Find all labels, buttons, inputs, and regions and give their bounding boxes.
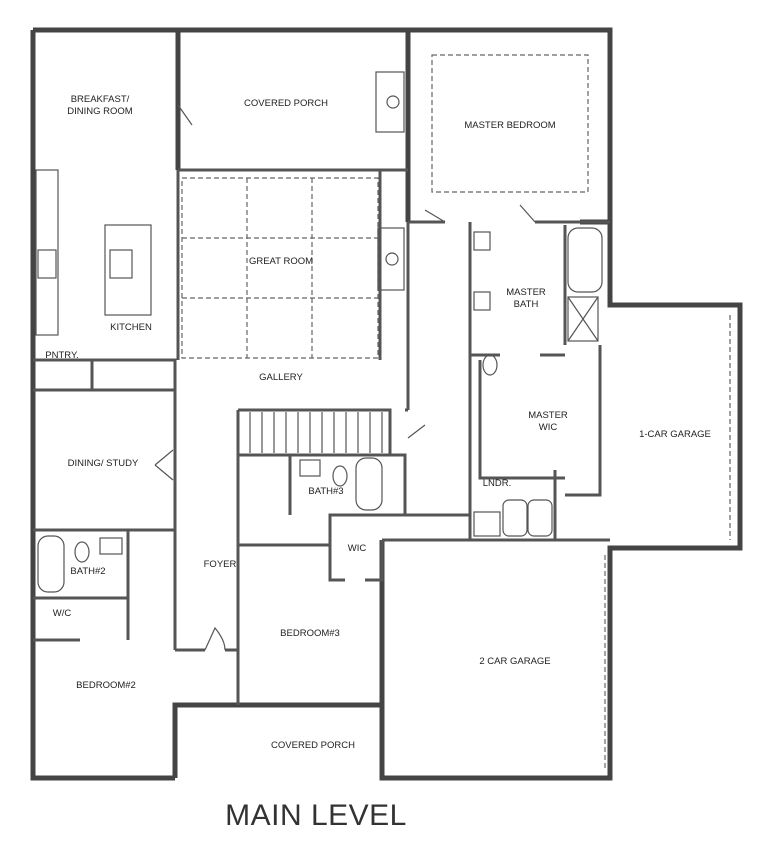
room-label-1-car-garage: 1-CAR GARAGE	[639, 429, 711, 440]
room-label-bath3: BATH#3	[308, 486, 343, 497]
master-tray-ceiling	[431, 54, 589, 193]
room-label-2-car-garage: 2 CAR GARAGE	[479, 656, 550, 667]
room-label-master-bath-2: BATH	[514, 299, 539, 310]
plan-title: MAIN LEVEL	[225, 799, 407, 832]
room-label-dining-room: DINING ROOM	[67, 106, 133, 117]
toilet-icon	[74, 354, 498, 563]
room-label-wic: WIC	[348, 543, 367, 554]
room-label-master-bath: MASTER	[506, 287, 546, 298]
stairs	[249, 412, 383, 453]
shower-icon	[567, 296, 599, 342]
garage-door-dashed	[604, 315, 731, 770]
great-room-grid	[181, 177, 379, 359]
bathtub-icon	[37, 227, 603, 593]
room-label-breakfast: BREAKFAST/	[71, 94, 130, 105]
room-label-master-bedroom: MASTER BEDROOM	[464, 120, 555, 131]
room-label-kitchen: KITCHEN	[110, 322, 152, 333]
kitchen-counter	[35, 169, 59, 336]
room-label-foyer: FOYER	[204, 559, 237, 570]
room-label-bedroom3: BEDROOM#3	[280, 628, 340, 639]
room-label-pantry: PNTRY.	[45, 350, 78, 361]
room-label-covered-porch-rear: COVERED PORCH	[244, 98, 328, 109]
doors	[154, 104, 536, 651]
exterior-walls	[30, 27, 743, 781]
room-labels: BREAKFAST/ DINING ROOM COVERED PORCH MAS…	[45, 94, 711, 751]
room-label-master-wic: MASTER	[528, 410, 568, 421]
kitchen-island	[104, 224, 152, 316]
room-label-covered-porch-front: COVERED PORCH	[271, 740, 355, 751]
room-label-bath2: BATH#2	[70, 566, 105, 577]
room-label-great-room: GREAT ROOM	[249, 256, 313, 267]
room-label-dining-study: DINING/ STUDY	[68, 458, 139, 469]
sink-icon	[99, 231, 491, 555]
room-label-gallery: GALLERY	[259, 372, 303, 383]
fireplace-icon	[375, 71, 405, 291]
laundry-appliances	[473, 499, 553, 537]
room-label-wc: W/C	[53, 608, 72, 619]
room-label-master-wic-2: WIC	[539, 422, 558, 433]
interior-walls	[33, 168, 610, 705]
room-label-bedroom2: BEDROOM#2	[76, 680, 136, 691]
room-label-laundry: LNDR.	[483, 478, 512, 489]
